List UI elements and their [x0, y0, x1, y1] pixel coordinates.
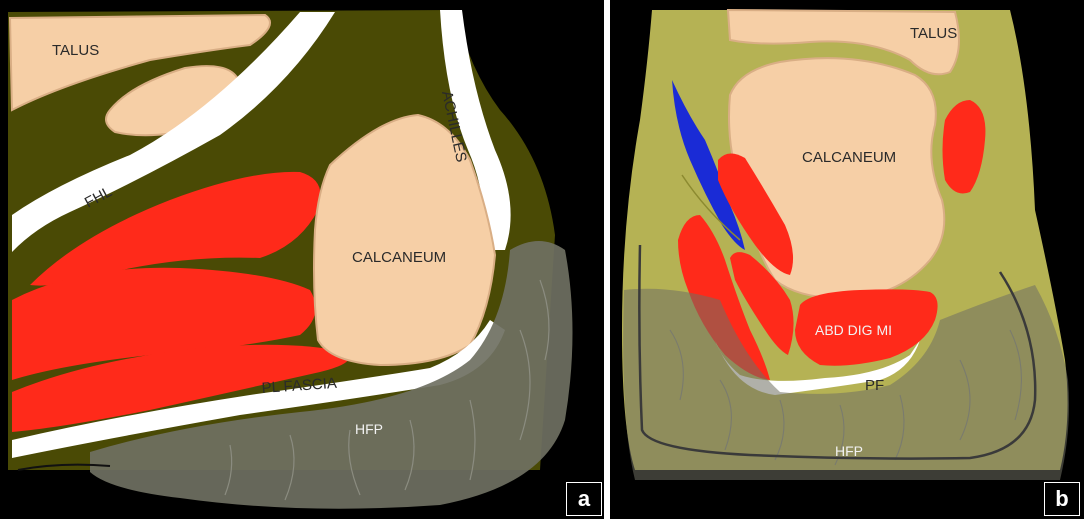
sagittal-diagram: TALUS ACHILLES FHL CALCANEUM PL FASCIA H…: [0, 0, 604, 519]
label-hfp: HFP: [355, 421, 383, 437]
label-calcaneum: CALCANEUM: [352, 249, 446, 266]
label-talus: TALUS: [910, 25, 957, 42]
label-hfp: HFP: [835, 443, 863, 459]
label-calcaneum: CALCANEUM: [802, 149, 896, 166]
label-pf: PF: [865, 377, 884, 394]
coronal-diagram: TALUS CALCANEUM ABD DIG MI PF HFP: [610, 0, 1084, 519]
panel-b-label: b: [1044, 482, 1080, 516]
label-talus: TALUS: [52, 42, 99, 59]
panel-a-label: a: [566, 482, 602, 516]
panel-b-coronal: TALUS CALCANEUM ABD DIG MI PF HFP b: [610, 0, 1084, 519]
panel-a-sagittal: TALUS ACHILLES FHL CALCANEUM PL FASCIA H…: [0, 0, 604, 519]
label-abd-dig-mi: ABD DIG MI: [815, 322, 892, 338]
